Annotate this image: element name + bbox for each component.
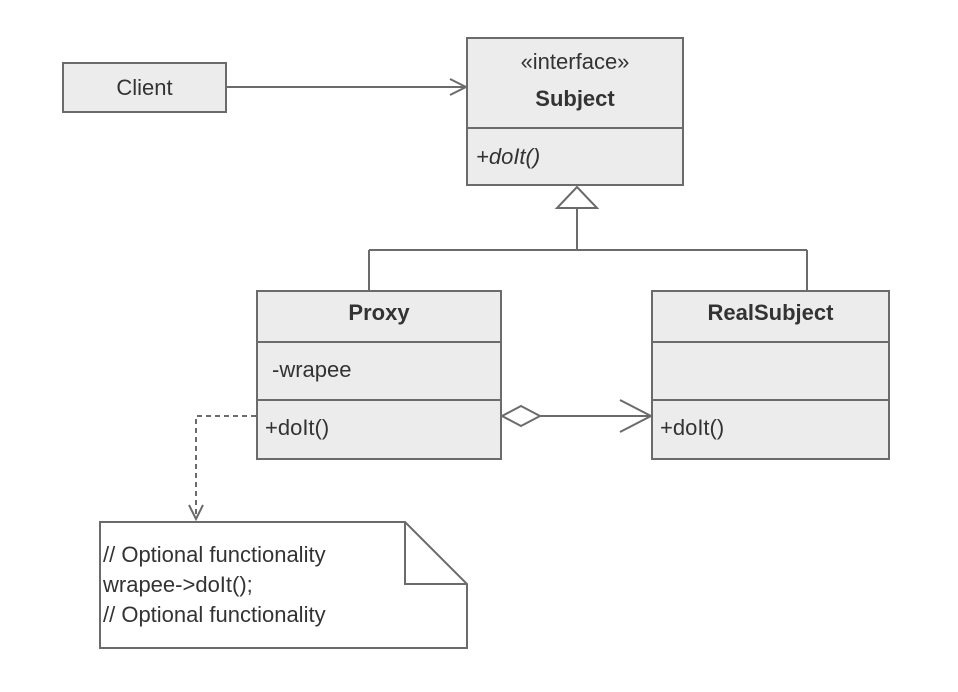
- realsubject-divider-2: [653, 399, 888, 401]
- realsubject-name: RealSubject: [707, 300, 834, 325]
- client-label: Client: [116, 75, 173, 100]
- realsubject-box[interactable]: RealSubject +doIt(): [651, 290, 890, 460]
- realsubject-method: +doIt(): [660, 415, 725, 440]
- subject-stereotype: «interface»: [520, 49, 630, 74]
- proxy-realsubject-aggregation: [499, 399, 654, 433]
- proxy-name: Proxy: [348, 300, 410, 325]
- note-link: [188, 415, 256, 522]
- note-line-1: // Optional functionality: [103, 542, 326, 567]
- subject-divider: [468, 127, 682, 129]
- subject-name: Subject: [535, 86, 615, 111]
- subject-box[interactable]: «interface» Subject +doIt(): [466, 37, 684, 186]
- note-line-2: wrapee->doIt();: [103, 572, 253, 597]
- proxy-divider-1: [258, 341, 500, 343]
- client-box[interactable]: Client: [62, 62, 227, 113]
- client-subject-association: [227, 78, 469, 96]
- proxy-field: -wrapee: [272, 357, 352, 382]
- generalization-to-subject: [368, 185, 808, 291]
- subject-method: +doIt(): [476, 144, 541, 169]
- proxy-divider-2: [258, 399, 500, 401]
- aggregation-diamond: [499, 404, 543, 428]
- inheritance-arrow-head: [554, 185, 600, 209]
- realsubject-divider-1: [653, 341, 888, 343]
- proxy-method: +doIt(): [265, 415, 330, 440]
- note-shape: [99, 521, 468, 649]
- note-line-3: // Optional functionality: [103, 602, 326, 627]
- proxy-box[interactable]: Proxy -wrapee +doIt(): [256, 290, 502, 460]
